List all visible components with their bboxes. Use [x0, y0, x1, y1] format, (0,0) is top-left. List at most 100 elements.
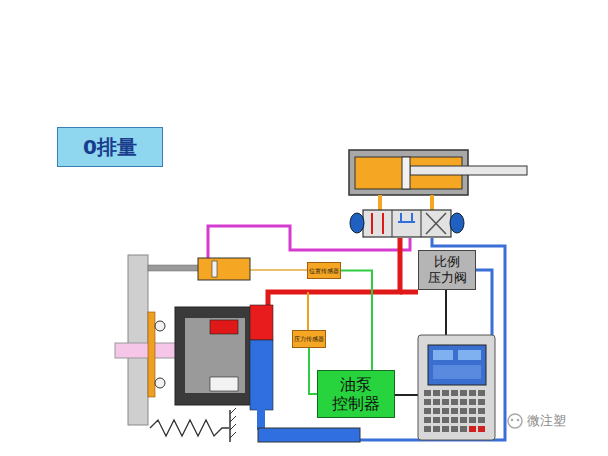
keypad-key: [451, 417, 458, 423]
keypad-key: [478, 426, 485, 432]
pressure-line: [268, 238, 400, 305]
piston: [402, 157, 410, 189]
return-pipe: [257, 405, 265, 430]
keypad-key: [424, 417, 431, 423]
flow-arrow: [382, 213, 384, 234]
bearing: [155, 321, 165, 331]
pressure-line: [400, 290, 418, 295]
solenoid: [350, 213, 364, 233]
keypad-key: [469, 408, 476, 414]
keypad-key: [460, 390, 467, 396]
keypad-key: [433, 408, 440, 414]
keypad-key: [478, 408, 485, 414]
cross-flow: [426, 213, 446, 234]
pressure-chamber: [210, 320, 238, 334]
wall-hatch: [230, 416, 236, 422]
oil-line: [430, 195, 434, 210]
flow-arrow: [371, 213, 373, 234]
valve-body: [363, 210, 451, 237]
keypad-key: [460, 399, 467, 405]
watermark-icon: [508, 414, 522, 428]
node-text: 比例 压力阀: [419, 254, 475, 285]
blocked-port: [411, 213, 413, 222]
keypad-key: [469, 426, 476, 432]
ejector-rod: [115, 343, 178, 358]
controller-box: 油泵 控制器: [317, 370, 395, 418]
keypad-key: [442, 408, 449, 414]
title-box: 0排量: [57, 127, 163, 167]
blocked-port: [400, 213, 402, 222]
cylinder-body: [175, 307, 253, 405]
tie-rod: [148, 265, 200, 271]
keypad-key: [478, 399, 485, 405]
valve-divider: [421, 210, 422, 237]
valve-box: 比例 压力阀: [418, 250, 476, 290]
return-port: [250, 340, 273, 410]
diagram-title: 0排量: [83, 134, 137, 161]
wall-hatch: [230, 408, 236, 414]
keypad-key: [460, 417, 467, 423]
keypad-key: [442, 426, 449, 432]
valve-divider: [392, 210, 393, 237]
keypad-key: [424, 408, 431, 414]
node-text: 位置传感器: [309, 267, 339, 274]
node-text: 油泵 控制器: [318, 375, 394, 413]
sensor-box: 位置传感器: [307, 262, 341, 279]
keypad-key: [469, 399, 476, 405]
signal-connector: [309, 348, 317, 394]
solenoid: [450, 213, 464, 233]
return-chamber: [210, 377, 238, 391]
screen-field: [458, 350, 481, 360]
wall-hatch: [230, 424, 236, 430]
pressure-port: [250, 305, 273, 340]
panel-body: [418, 335, 495, 440]
keypad-key: [424, 390, 431, 396]
wall-symbol: [230, 408, 236, 442]
keypad-key: [460, 426, 467, 432]
watermark: 微注塑: [527, 412, 566, 430]
keypad-key: [424, 426, 431, 432]
keypad-key: [469, 390, 476, 396]
keypad-key: [451, 399, 458, 405]
signal-connector: [341, 271, 372, 371]
keypad-key: [442, 390, 449, 396]
spring-symbol: [150, 420, 229, 436]
signal-wire: [395, 394, 418, 396]
cylinder-bore: [185, 318, 245, 393]
signal-wire: [445, 290, 447, 335]
sensor-lead: [250, 269, 307, 271]
keypad-key: [469, 417, 476, 423]
keypad-key: [433, 390, 440, 396]
control-panel: [418, 335, 495, 440]
watermark-icon: [517, 419, 520, 422]
sensor-lead: [307, 292, 309, 330]
oil-tank: [258, 428, 360, 442]
keypad-key: [433, 399, 440, 405]
bearing: [155, 378, 165, 388]
keypad-key: [478, 417, 485, 423]
clamp-plate: [148, 312, 155, 397]
oil-line: [378, 195, 382, 210]
watermark-icon: [511, 419, 514, 422]
top-cylinder: [349, 150, 527, 210]
sensor-box: 压力传感器: [292, 330, 326, 348]
small-cylinder: [198, 258, 250, 280]
keypad-key: [451, 390, 458, 396]
keypad-key: [433, 426, 440, 432]
directional-valve: [350, 210, 464, 237]
blocked-port: [398, 221, 415, 223]
node-text: 压力传感器: [294, 335, 324, 342]
pilot-line: [208, 226, 410, 260]
keypad-key: [451, 408, 458, 414]
keypad-key: [442, 417, 449, 423]
platen: [128, 255, 148, 425]
wall-hatch: [230, 432, 236, 438]
keypad-key: [451, 426, 458, 432]
cross-flow: [426, 213, 446, 234]
piston-rod: [410, 166, 527, 175]
keypad-key: [442, 399, 449, 405]
screen-field: [433, 365, 481, 379]
panel-screen: [428, 345, 486, 385]
